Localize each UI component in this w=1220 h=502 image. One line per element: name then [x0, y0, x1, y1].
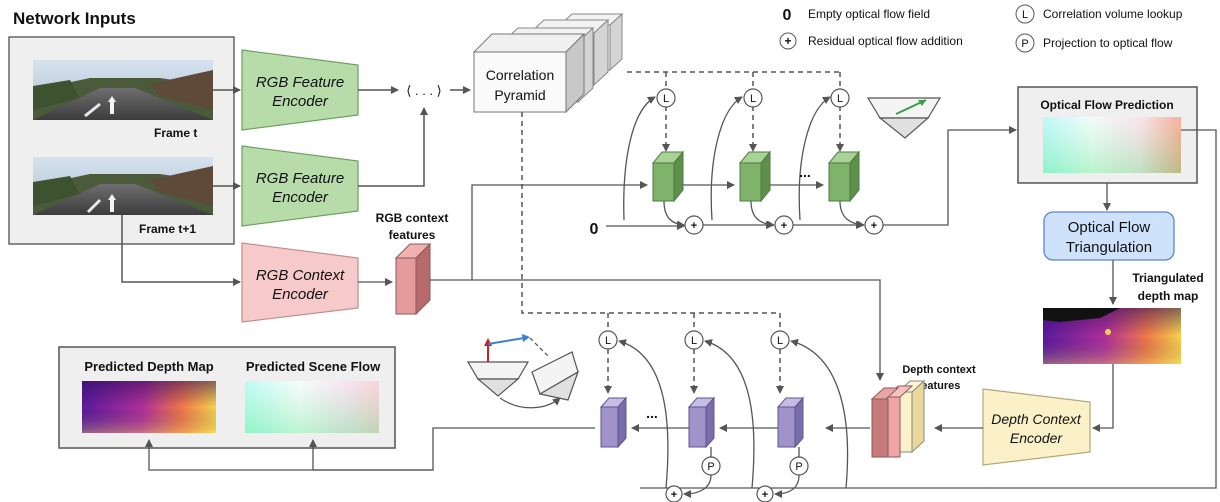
svg-text:Encoder: Encoder — [272, 189, 329, 206]
rgb-feature-encoder-top: RGB Feature Encoder — [241, 49, 359, 131]
optical-flow-prediction-title: Optical Flow Prediction — [1040, 98, 1173, 112]
depth-context-features-line1: Depth context — [902, 364, 976, 376]
svg-text:L: L — [777, 335, 783, 347]
legend-zero-label: Empty optical flow field — [808, 7, 930, 21]
predicted-scene-flow-title: Predicted Scene Flow — [246, 359, 381, 374]
svg-text:RGB Feature: RGB Feature — [256, 170, 344, 187]
svg-text:+: + — [762, 489, 768, 501]
svg-text:RGB Feature: RGB Feature — [256, 74, 344, 91]
rgb-context-encoder: RGB Context Encoder — [241, 242, 359, 323]
bottom-add-links — [683, 474, 800, 498]
legend-l-label: Correlation volume lookup — [1043, 7, 1183, 21]
legend-p-symbol: P — [1021, 38, 1028, 50]
correlation-pyramid-line2: Pyramid — [494, 87, 545, 103]
svg-text:RGB Context: RGB Context — [256, 267, 345, 284]
svg-text:L: L — [837, 93, 843, 105]
camera-pair-icon — [466, 334, 580, 409]
predicted-scene-flow-image — [245, 381, 379, 433]
depth-context-encoder: Depth Context Encoder — [982, 388, 1091, 466]
legend-plus-symbol: + — [784, 34, 791, 48]
bottom-dots: ... — [646, 405, 658, 421]
correlation-pyramid: Correlation Pyramid — [472, 12, 624, 114]
svg-text:L: L — [605, 335, 611, 347]
rgb-features-to-depth-features — [430, 279, 884, 381]
svg-text:Optical Flow: Optical Flow — [1068, 219, 1151, 236]
top-add-nodes: + + + — [684, 215, 884, 235]
frame-t1-image — [33, 157, 213, 215]
gru-to-depth-map — [145, 439, 433, 471]
svg-text:P: P — [795, 461, 802, 473]
flow-feedback-loop — [640, 129, 1217, 489]
top-gru-blocks — [651, 150, 861, 203]
context-to-top-gru — [471, 181, 648, 280]
rgb-feature-encoder-bottom: RGB Feature Encoder — [241, 145, 359, 227]
frame-t1-label: Frame t+1 — [139, 222, 196, 236]
svg-text:+: + — [691, 220, 697, 232]
legend: 0 Empty optical flow field + Residual op… — [779, 4, 1183, 53]
legend-p-label: Projection to optical flow — [1043, 36, 1173, 50]
projection-nodes: P P — [701, 456, 809, 476]
bottom-feedback-curves — [618, 339, 849, 489]
top-lookup-nodes: L L L — [656, 88, 850, 108]
top-lookup-dashes — [627, 71, 841, 146]
predicted-depth-map-title: Predicted Depth Map — [84, 359, 213, 374]
frame-t-label: Frame t — [154, 126, 197, 140]
svg-text:Depth Context: Depth Context — [991, 411, 1082, 427]
zero-init: 0 — [590, 221, 599, 238]
rgb-context-features-block — [394, 242, 432, 316]
top-dots: ... — [799, 164, 811, 180]
camera-flow-icon — [866, 97, 942, 139]
depth-to-encoder — [1092, 364, 1114, 432]
arrow-encoder2-to-tuple — [358, 107, 428, 187]
arrow-frame-to-context-encoder — [121, 215, 241, 286]
pyramid-down-dash — [521, 112, 781, 387]
svg-text:Encoder: Encoder — [1010, 430, 1063, 446]
feature-tuple: ⟨ . . . ⟩ — [406, 83, 441, 98]
legend-l-symbol: L — [1022, 9, 1028, 21]
optical-flow-image — [1043, 117, 1181, 173]
bottom-add-nodes: + + — [665, 485, 774, 502]
depth-context-features-block — [870, 379, 926, 458]
svg-text:P: P — [707, 461, 714, 473]
svg-text:L: L — [691, 335, 697, 347]
svg-text:L: L — [663, 93, 669, 105]
optical-flow-triangulation: Optical Flow Triangulation — [1043, 211, 1175, 261]
network-inputs-title: Network Inputs — [13, 9, 136, 28]
svg-text:+: + — [671, 489, 677, 501]
top-feedback-curves — [623, 96, 831, 221]
depth-context-features-line2: features — [918, 380, 961, 392]
predicted-depth-map-image — [82, 381, 216, 433]
triangulated-depth-line1: Triangulated — [1132, 271, 1203, 285]
svg-text:Triangulation: Triangulation — [1066, 239, 1152, 256]
top-add-links — [663, 126, 1017, 229]
rgb-context-features-line2: features — [389, 228, 436, 242]
triangulated-depth-line2: depth map — [1138, 289, 1199, 303]
frame-t-image — [33, 60, 213, 120]
bottom-lookup-nodes: L L L — [598, 330, 790, 350]
correlation-pyramid-line1: Correlation — [486, 67, 554, 83]
legend-plus-label: Residual optical flow addition — [808, 34, 963, 48]
rgb-context-features-line1: RGB context — [376, 211, 449, 225]
svg-text:+: + — [871, 220, 877, 232]
triangulated-depth-image — [1043, 308, 1181, 364]
svg-text:+: + — [781, 220, 787, 232]
legend-zero-symbol: 0 — [783, 7, 792, 24]
svg-text:L: L — [750, 93, 756, 105]
svg-text:Encoder: Encoder — [272, 286, 329, 303]
svg-text:Encoder: Encoder — [272, 93, 329, 110]
bottom-gru-blocks — [599, 396, 805, 449]
